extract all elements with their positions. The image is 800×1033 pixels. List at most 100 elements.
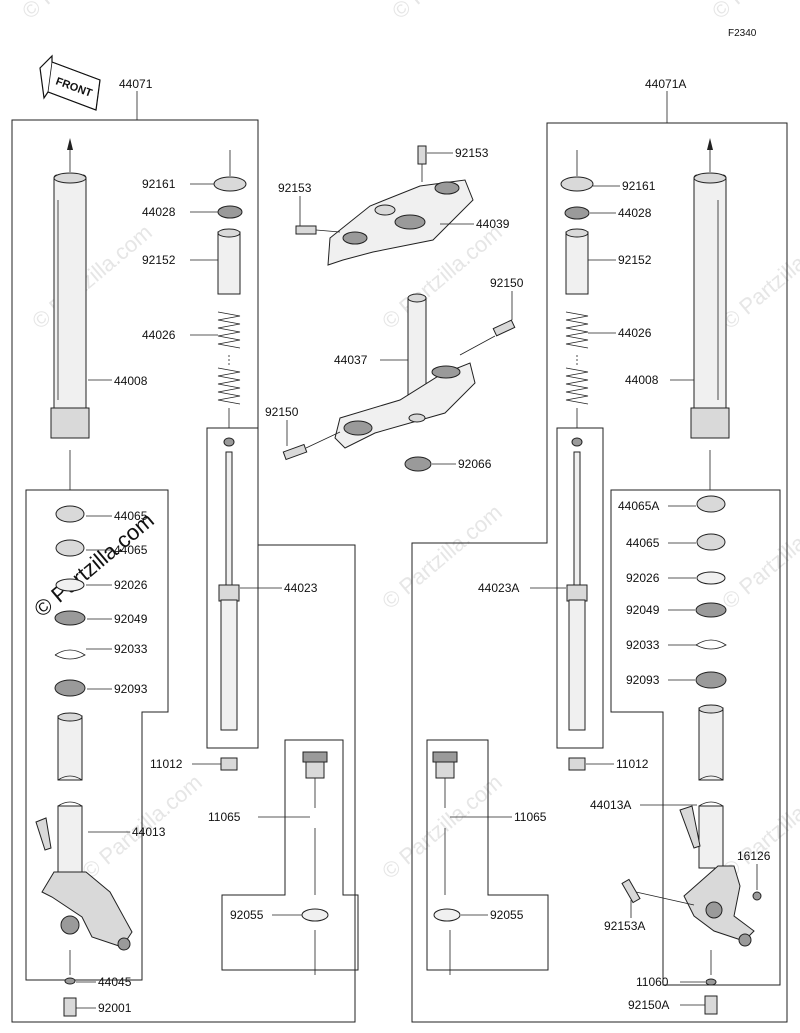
spacer-part (217, 205, 243, 219)
label-92026: 92026 (114, 578, 148, 592)
left-damper-frame (206, 427, 259, 749)
fork-spring-part (217, 311, 241, 405)
left-outer-frame (11, 119, 356, 1023)
fork-spring-part (565, 311, 589, 405)
label-92152: 92152 (142, 253, 176, 267)
collar-part (565, 231, 589, 295)
circlip-part (54, 649, 86, 660)
label-44065-lower: 44065 (114, 543, 148, 557)
bolt-part (295, 225, 317, 235)
label-92055: 92055 (490, 908, 524, 922)
right-fork-assembly: 44071A 92161 44028 92152 44026 (411, 77, 788, 1023)
label-44026: 44026 (142, 328, 176, 342)
label-92049: 92049 (626, 603, 660, 617)
watermark: © Partzilla.com (377, 769, 507, 883)
bushing-part (696, 495, 726, 513)
label-44065a: 44065A (618, 499, 659, 513)
cap-part (568, 757, 586, 771)
outer-tube-part (50, 172, 90, 439)
label-44045: 44045 (98, 975, 132, 989)
watermark: © Partzilla.com (17, 0, 147, 24)
label-44028: 44028 (618, 206, 652, 220)
bleed-valve-part (752, 891, 762, 901)
label-92152: 92152 (618, 253, 652, 267)
label-44065: 44065 (626, 536, 660, 550)
label-44028: 44028 (142, 205, 176, 219)
right-outer-frame (411, 122, 788, 1023)
left-cartridge-frame (221, 739, 359, 971)
bolt-part (621, 878, 641, 904)
label-92066: 92066 (458, 457, 492, 471)
cartridge-part (302, 751, 328, 895)
watermark-strong: © Partzilla.com (29, 507, 159, 621)
label-92150-right: 92150 (490, 276, 524, 290)
right-cartridge-frame (426, 739, 549, 971)
label-11012: 11012 (150, 757, 183, 771)
label-44065-upper: 44065 (114, 509, 148, 523)
gasket-part (705, 978, 717, 986)
label-44008: 44008 (114, 374, 148, 388)
label-92153-left: 92153 (278, 181, 312, 195)
right-outer-tube-frame (610, 489, 781, 986)
label-92033: 92033 (114, 642, 148, 656)
steering-stem-part (334, 293, 476, 449)
spacer-part (564, 206, 590, 220)
o-ring-part (433, 908, 461, 922)
oil-seal-part (695, 602, 727, 618)
dust-seal-part (54, 679, 86, 697)
bolt-part (492, 319, 516, 337)
watermark: © Partzilla.com (707, 0, 800, 24)
watermark: © Partzilla.com (377, 499, 507, 613)
label-92153a: 92153A (604, 919, 645, 933)
bolt-part (417, 145, 427, 165)
bearing-part (404, 456, 432, 472)
watermark-layer: © Partzilla.com © Partzilla.com © Partzi… (17, 0, 800, 884)
watermark: © Partzilla.com (27, 219, 157, 333)
label-92150-left: 92150 (265, 405, 299, 419)
washer-part (213, 176, 247, 192)
label-44026: 44026 (618, 326, 652, 340)
label-11060: 11060 (636, 975, 669, 989)
label-44039: 44039 (476, 217, 510, 231)
washer-part (696, 571, 726, 585)
label-44023a: 44023A (478, 581, 519, 595)
damper-rod-part (218, 437, 240, 731)
label-92161: 92161 (142, 177, 176, 191)
bolt-part (704, 995, 718, 1015)
label-92093: 92093 (114, 682, 148, 696)
label-16126: 16126 (737, 849, 771, 863)
label-44013: 44013 (132, 825, 166, 839)
washer-part (55, 578, 85, 592)
front-arrow-icon: FRONT (39, 54, 101, 111)
o-ring-part (301, 908, 329, 922)
right-damper-frame (556, 427, 604, 749)
bushing-part (55, 505, 85, 523)
label-92026: 92026 (626, 571, 660, 585)
label-92049: 92049 (114, 612, 148, 626)
label-92161: 92161 (622, 179, 656, 193)
left-outer-tube-frame (25, 489, 169, 981)
bushing-part (55, 539, 85, 557)
watermark: © Partzilla.com (717, 219, 800, 333)
label-92033: 92033 (626, 638, 660, 652)
label-11065: 11065 (208, 810, 241, 824)
label-44023: 44023 (284, 581, 318, 595)
label-92001: 92001 (98, 1001, 132, 1015)
diagram-code: F2340 (728, 28, 757, 39)
upper-bracket-part (327, 179, 474, 266)
label-11012: 11012 (616, 757, 649, 771)
left-fork-assembly: 44071 44008 92161 44028 92152 (11, 77, 359, 1023)
assembly-label-44071: 44071 (119, 77, 153, 91)
oil-seal-part (54, 610, 86, 626)
bolt-part (282, 443, 308, 461)
inner-tube-part (35, 712, 133, 951)
label-92150a: 92150A (628, 998, 669, 1012)
label-44013a: 44013A (590, 798, 631, 812)
assembly-label-44071a: 44071A (645, 77, 686, 91)
outer-tube-part (690, 172, 730, 439)
washer-part (560, 176, 594, 192)
label-92153-top: 92153 (455, 146, 489, 160)
watermark: © Partzilla.com (717, 499, 800, 613)
watermark: © Partzilla.com (387, 0, 517, 24)
